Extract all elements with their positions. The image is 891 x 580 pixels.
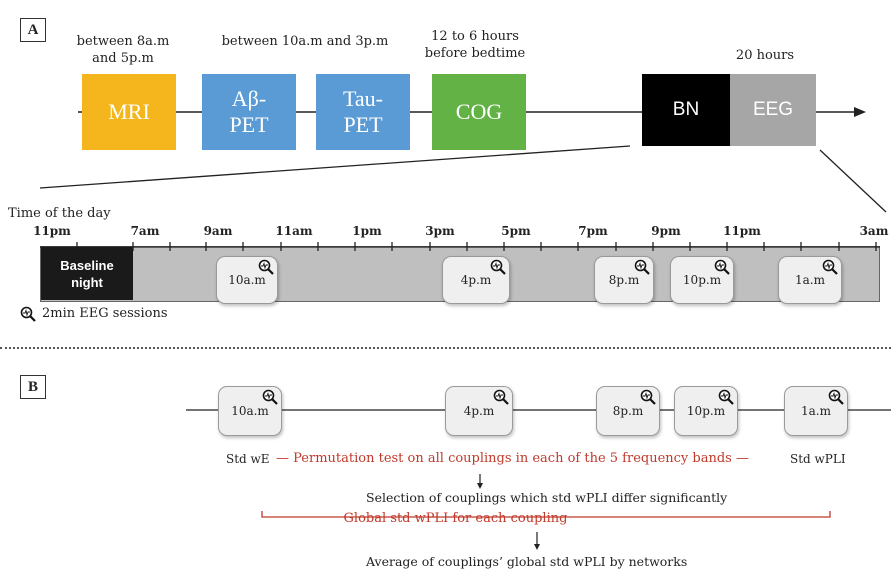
- pet-time-annotation: between 10a.m and 3p.m: [221, 34, 389, 49]
- eeg-session-icon: [493, 389, 509, 405]
- baseline-night-block: Baseline night: [41, 247, 133, 300]
- tick-label: 5pm: [501, 224, 531, 238]
- tick-label: 11pm: [723, 224, 761, 238]
- eeg-session-icon: [714, 259, 730, 275]
- tick-label: 7pm: [578, 224, 608, 238]
- eeg-session-icon: [634, 259, 650, 275]
- eeg-duration-annotation: 20 hours: [735, 48, 795, 63]
- mri-time-annotation: between 8a.m and 5p.m: [76, 34, 170, 66]
- eeg-session-icon: [262, 389, 278, 405]
- permutation-test-text: — Permutation test on all couplings in e…: [276, 451, 749, 466]
- eeg-session-10pm: 10p.m: [670, 256, 734, 304]
- tick-label: 3am: [859, 224, 889, 238]
- std-wpli-left: Std wE: [226, 452, 270, 466]
- session-label: 10p.m: [682, 273, 722, 287]
- session-label: 1a.m: [801, 404, 831, 418]
- eeg-session-icon: [828, 389, 844, 405]
- session-label: 10a.m: [231, 404, 269, 418]
- tick-label: 1pm: [352, 224, 382, 238]
- cog-time-annotation: 12 to 6 hours before bedtime: [424, 29, 526, 61]
- cog-block: COG: [432, 74, 526, 150]
- zoom-line-left: [39, 145, 631, 189]
- timeline-ticks: [40, 242, 880, 251]
- eeg-session-4pm: 4p.m: [442, 256, 510, 304]
- main-timeline-arrowhead: [854, 107, 866, 117]
- session-label: 4p.m: [463, 404, 495, 418]
- panel-b-lines: [186, 409, 891, 550]
- bn-block: BN: [642, 74, 730, 146]
- arrowhead-selection: [477, 483, 483, 489]
- time-of-day-heading: Time of the day: [8, 206, 111, 221]
- b-session-10am: 10a.m: [218, 386, 282, 436]
- std-wpli-right: Std wPLI: [790, 452, 846, 466]
- session-label: 1a.m: [795, 273, 825, 287]
- global-std-text: Global std wPLI for each coupling: [343, 511, 568, 526]
- panel-a-label: A: [20, 18, 46, 42]
- tick-label: 7am: [130, 224, 160, 238]
- b-session-8pm: 8p.m: [596, 386, 660, 436]
- session-label: 8p.m: [608, 273, 640, 287]
- arrowhead-average: [534, 544, 540, 550]
- eeg-session-10am: 10a.m: [216, 256, 278, 304]
- tau-pet-block: Tau- PET: [316, 74, 410, 150]
- session-label: 8p.m: [612, 404, 644, 418]
- session-label: 10a.m: [228, 273, 266, 287]
- tick-label: 11am: [275, 224, 313, 238]
- tick-label: 9pm: [651, 224, 681, 238]
- selection-text: Selection of couplings which std wPLI di…: [366, 490, 728, 505]
- b-session-4pm: 4p.m: [445, 386, 513, 436]
- b-session-1am: 1a.m: [784, 386, 848, 436]
- eeg-block: EEG: [730, 74, 816, 146]
- global-bracket: [261, 511, 831, 518]
- eeg-session-icon: [718, 389, 734, 405]
- eeg-session-icon: [822, 259, 838, 275]
- session-label: 4p.m: [460, 273, 492, 287]
- eeg-session-legend-icon: [20, 306, 36, 322]
- average-text: Average of couplings’ global std wPLI by…: [366, 554, 688, 569]
- tick-label: 11pm: [33, 224, 71, 238]
- tick-label: 3pm: [425, 224, 455, 238]
- eeg-session-icon: [640, 389, 656, 405]
- eeg-session-1am: 1a.m: [778, 256, 842, 304]
- eeg-session-icon: [258, 259, 274, 275]
- panel-separator: [0, 347, 891, 349]
- zoom-line-right: [819, 149, 887, 213]
- b-session-10pm: 10p.m: [674, 386, 738, 436]
- eeg-session-legend: 2min EEG sessions: [42, 306, 168, 321]
- session-label: 10p.m: [686, 404, 726, 418]
- tick-label: 9am: [203, 224, 233, 238]
- eeg-session-icon: [490, 259, 506, 275]
- panel-b-label: B: [20, 375, 46, 399]
- eeg-session-8pm: 8p.m: [594, 256, 654, 304]
- mri-block: MRI: [82, 74, 176, 150]
- abeta-pet-block: Aβ- PET: [202, 74, 296, 150]
